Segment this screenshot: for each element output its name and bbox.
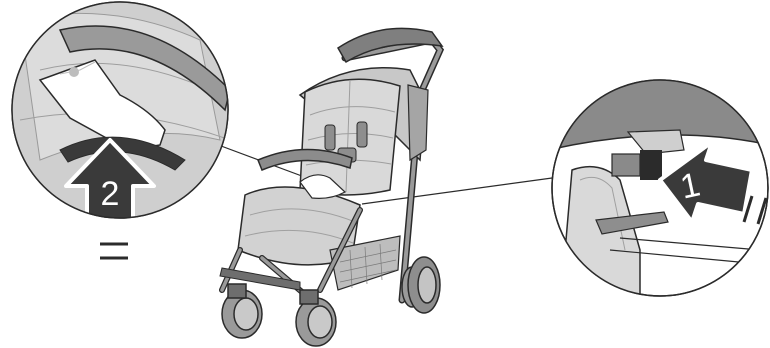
- detail-circle-left: 2: [0, 0, 240, 258]
- stroller-illustration: [220, 28, 442, 346]
- stroller-handle: [338, 28, 442, 62]
- step-label-2: 2: [101, 175, 120, 213]
- stroller-side-pocket: [408, 85, 428, 160]
- detail-circle-right: 1: [540, 70, 770, 310]
- wheel-rear-right: [408, 257, 440, 313]
- release-button: [612, 154, 640, 176]
- wheel-front-left: [222, 284, 262, 338]
- motion-dashes-up: [100, 244, 128, 258]
- wheel-front-right: [296, 290, 336, 346]
